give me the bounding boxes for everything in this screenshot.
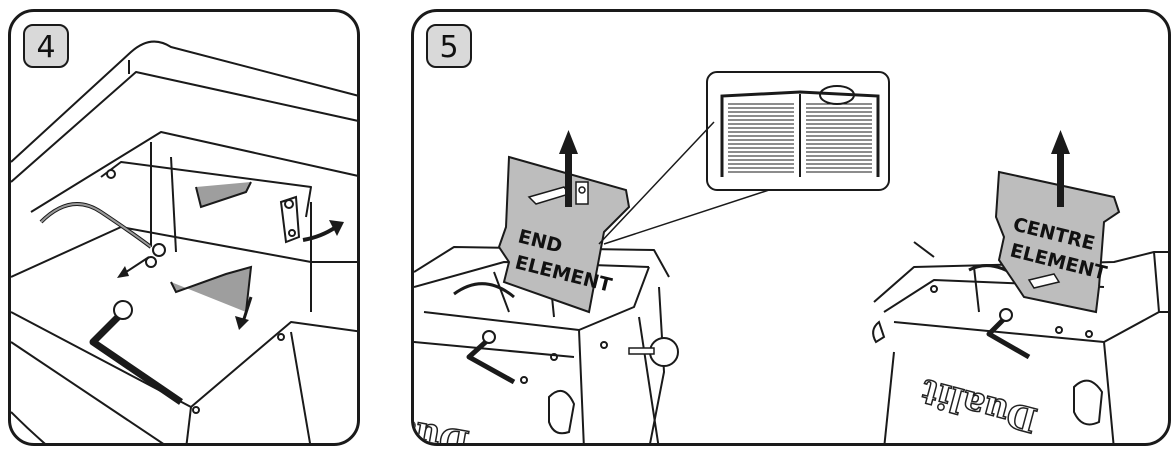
step-4-panel: 4 [8,9,360,446]
toaster-interior-illustration [11,40,357,443]
centre-element-plate [994,170,1121,314]
step-5-panel: Dualit END ELEMENT [411,9,1171,446]
step-number-badge: 4 [23,24,69,68]
right-toaster [873,241,1168,443]
element-detail-inset [720,85,880,177]
step-number-badge: 5 [426,24,472,68]
brand-mark-left: Dualit [414,402,472,446]
element-removal-illustration: Dualit END ELEMENT [414,71,1168,446]
brand-mark-right: Dualit [917,371,1041,440]
